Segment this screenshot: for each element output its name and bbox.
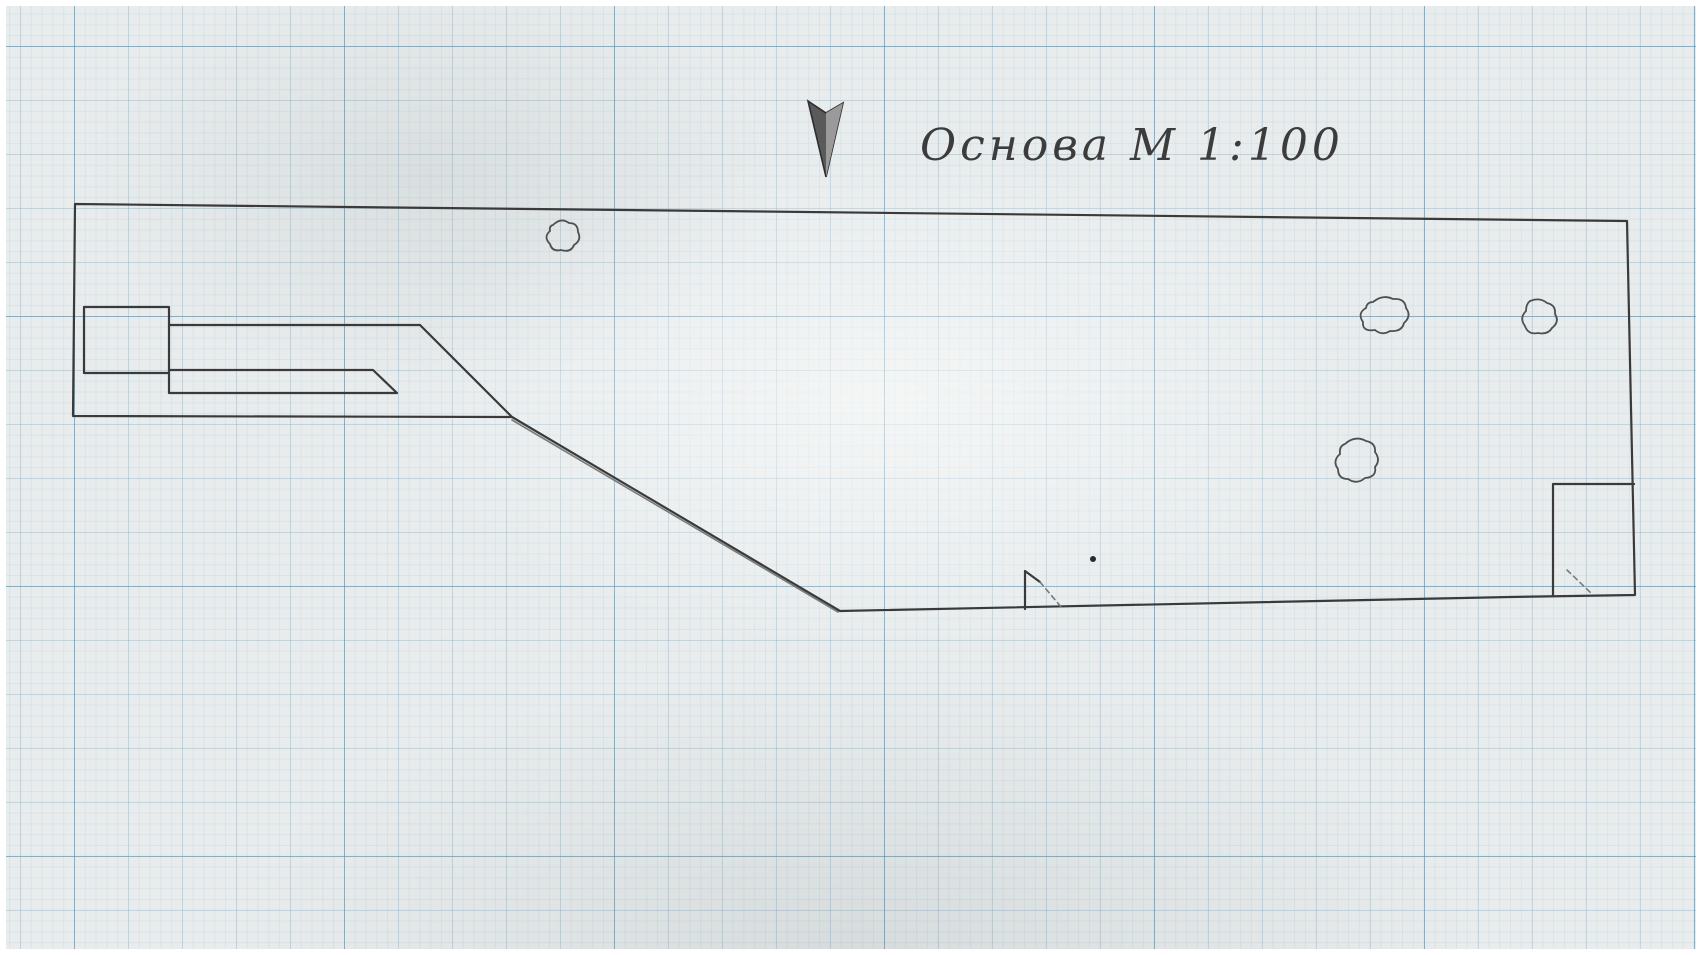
tree-icon bbox=[1334, 437, 1379, 483]
building-block bbox=[82, 305, 171, 375]
building-extension bbox=[167, 323, 514, 419]
tree-icon bbox=[545, 219, 581, 252]
tree-icon bbox=[1359, 296, 1410, 335]
north-arrow-icon bbox=[806, 99, 845, 178]
inner-wall bbox=[167, 368, 399, 395]
survey-point-icon bbox=[1090, 556, 1096, 562]
plot-outline bbox=[71, 202, 1637, 613]
corner-room bbox=[1551, 482, 1636, 598]
tree-icon bbox=[1521, 298, 1558, 335]
drawing-title: Основа М 1:100 bbox=[920, 120, 1344, 171]
slope-edge-shadow bbox=[511, 419, 839, 613]
door-swing-icon bbox=[1023, 569, 1063, 611]
door-swing-icon bbox=[1566, 569, 1593, 595]
